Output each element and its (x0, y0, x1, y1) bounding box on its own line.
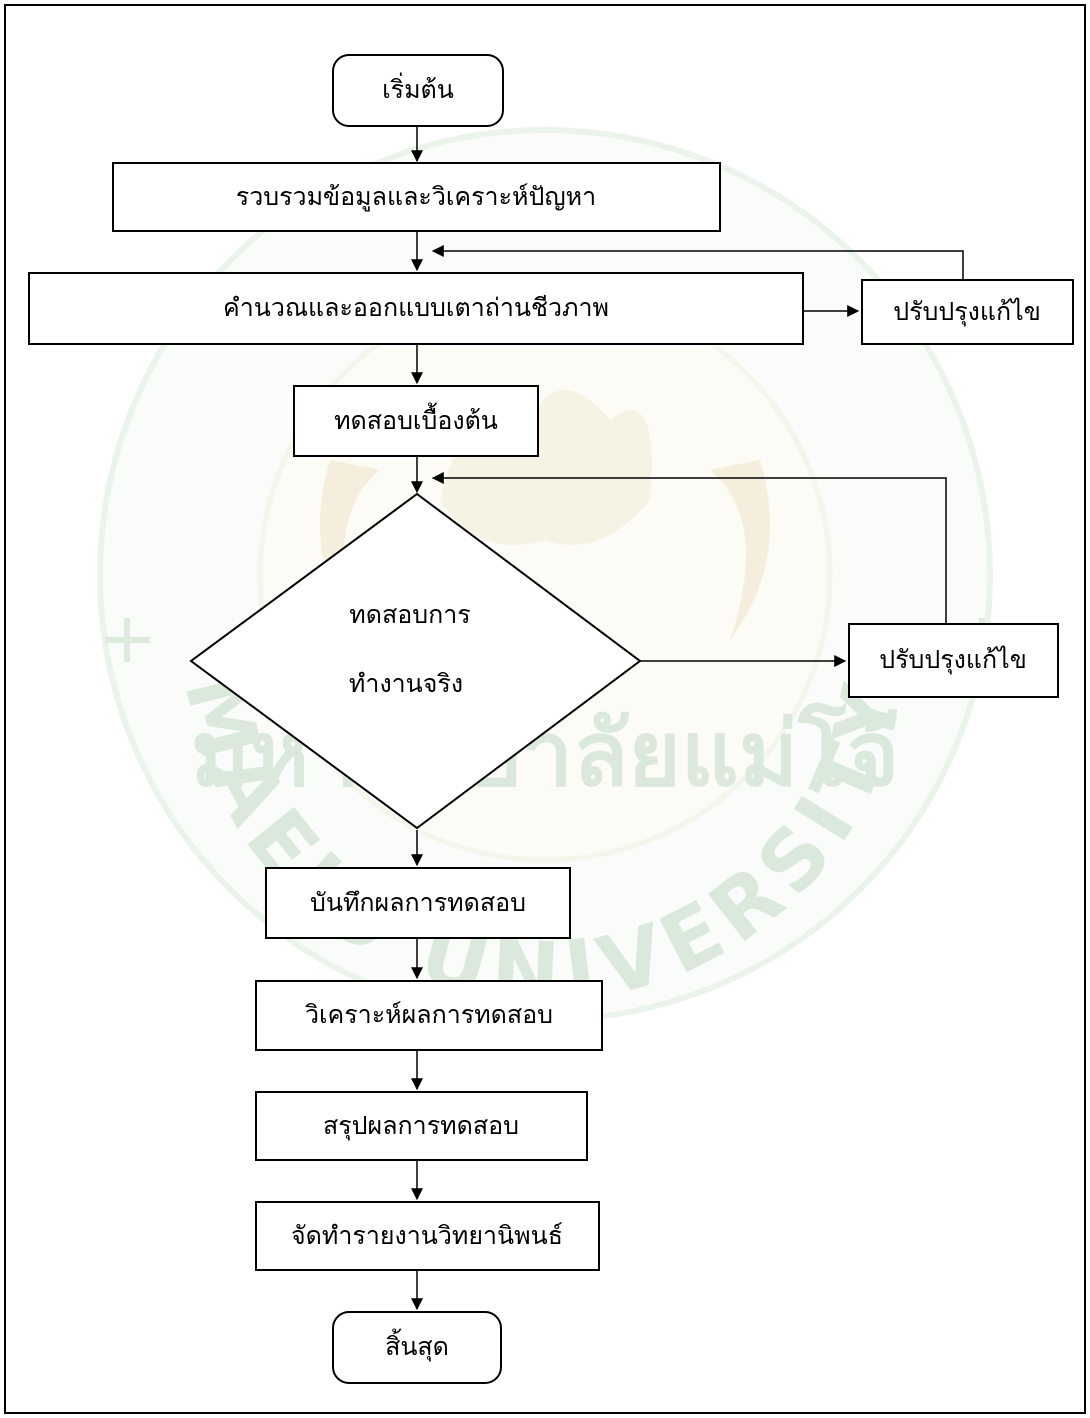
pretest-box (293, 385, 539, 457)
decision-label-line2: ทำงานจริง (349, 669, 463, 698)
analyze-label: วิเคราะห์ผลการทดสอบ (305, 1000, 553, 1029)
collect-box (112, 162, 721, 232)
report-label: จัดทำรายงานวิทยานิพนธ์ (291, 1221, 563, 1250)
report-box (255, 1201, 600, 1271)
arrow-revise1-loop (431, 245, 964, 280)
design-label: คำนวณและออกแบบเตาถ่านชีวภาพ (223, 293, 609, 322)
revise2-box (848, 623, 1059, 698)
analyze-box (255, 980, 603, 1051)
revise2-label: ปรับปรุงแก้ไข (879, 645, 1027, 675)
end-node (332, 1311, 502, 1384)
end-label: สิ้นสุด (385, 1328, 449, 1362)
design-box (28, 272, 804, 345)
revise1-box (861, 279, 1074, 345)
arrow-revise2-loop (431, 472, 947, 624)
page-frame (4, 4, 1086, 1414)
start-label: เริ่มต้น (382, 72, 454, 104)
start-node (332, 54, 504, 127)
summary-label: สรุปผลการทดสอบ (323, 1111, 519, 1141)
record-box (265, 867, 571, 939)
revise1-label: ปรับปรุงแก้ไข (893, 297, 1041, 327)
connectors (411, 126, 964, 1311)
record-label: บันทึกผลการทดสอบ (310, 888, 526, 917)
summary-box (255, 1091, 588, 1161)
collect-label: รวบรวมข้อมูลและวิเคราะห์ปัญหา (236, 182, 596, 212)
pretest-label: ทดสอบเบื้องต้น (334, 402, 498, 435)
decision-diamond (189, 492, 642, 830)
decision-label-line1: ทดสอบการ (349, 600, 470, 629)
